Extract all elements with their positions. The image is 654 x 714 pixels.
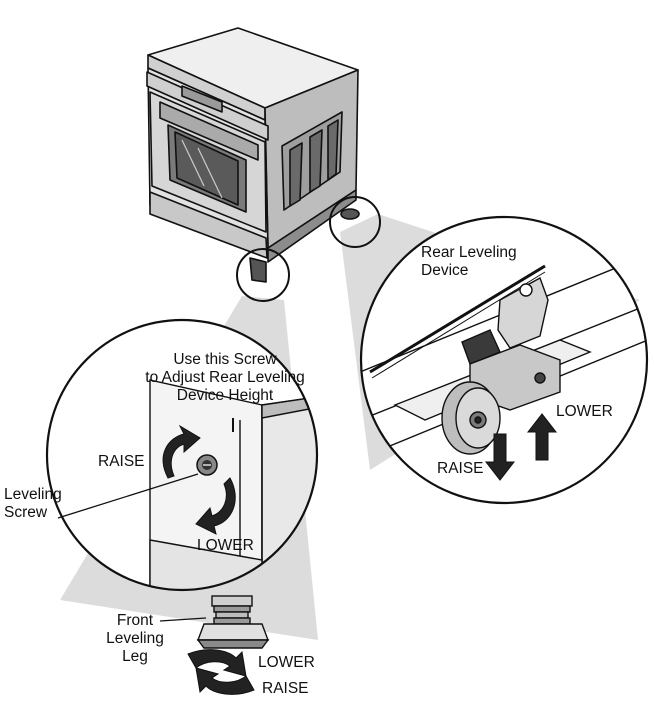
front-leg-leader [159, 617, 207, 622]
lower-curve-arrow-icon [187, 649, 247, 677]
callout-rear [329, 196, 381, 248]
raise-label-rear: RAISE [437, 460, 484, 477]
rear-magnifier [359, 215, 649, 505]
use-screw-instruction: Use this Screw to Adjust Rear Leveling D… [145, 351, 305, 404]
leveling-screw-icon [196, 454, 218, 476]
front-leveling-leg-label: Front Leveling Leg [106, 612, 164, 665]
lower-label-rear: LOWER [556, 403, 613, 420]
raise-curve-arrow-icon [195, 667, 255, 695]
rear-leveling-device-label: Rear Leveling Device [421, 244, 517, 279]
leveling-screw-label: Leveling Screw [4, 486, 62, 521]
raise-label-front: RAISE [98, 453, 145, 470]
raise-down-arrow-icon [484, 433, 516, 481]
lower-label-front: LOWER [197, 537, 254, 554]
leveling-screw-leader [57, 473, 199, 519]
range-appliance [146, 27, 360, 283]
front-leveling-leg [196, 595, 270, 649]
raise-rotate-arrow-icon [162, 424, 201, 479]
lower-rotate-arrow-icon [195, 477, 236, 535]
callout-front [236, 248, 290, 302]
lower-label-leg: LOWER [258, 654, 315, 671]
lower-up-arrow-icon [526, 413, 558, 461]
raise-label-leg: RAISE [262, 680, 309, 697]
